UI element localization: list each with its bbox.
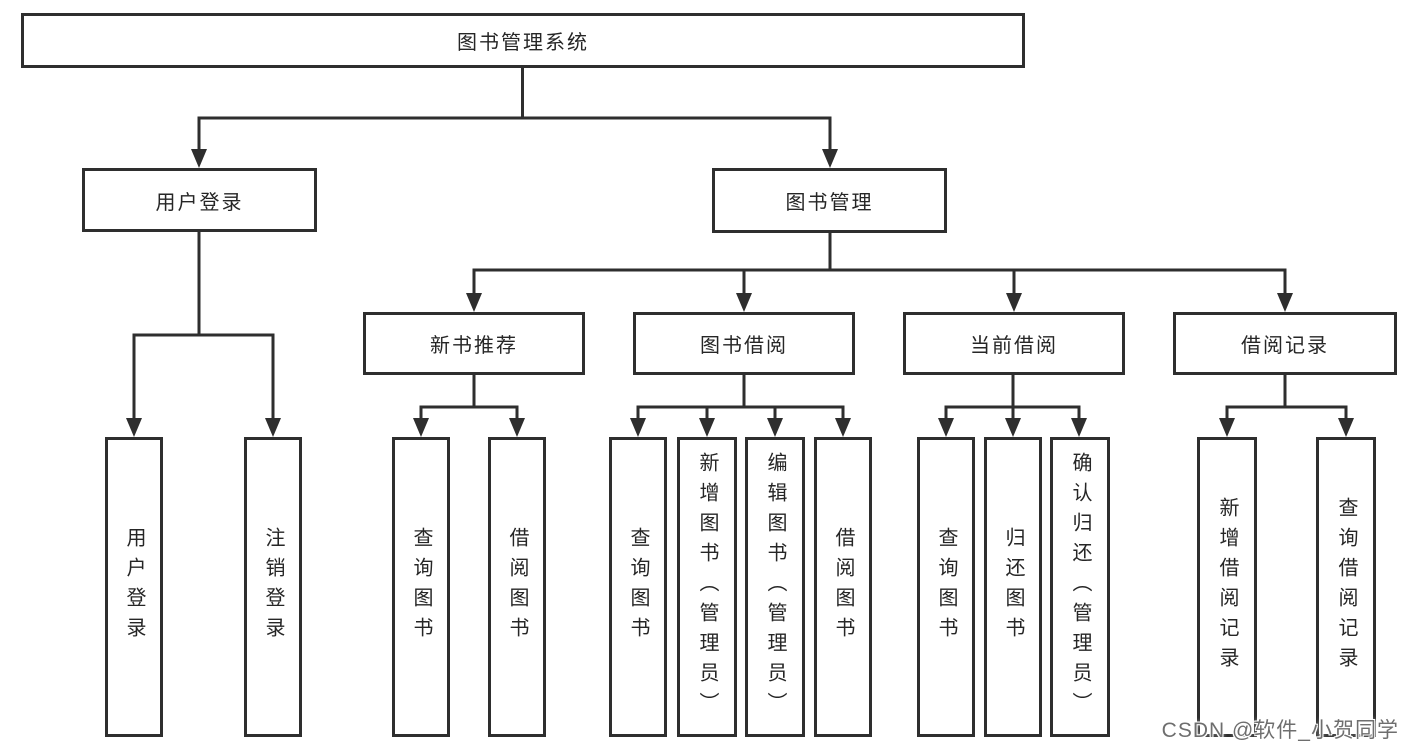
node-label: 当前借阅 bbox=[970, 335, 1058, 357]
node-borrow-books-rec: 借阅图书 bbox=[488, 437, 546, 737]
node-query-books-rec: 查询图书 bbox=[392, 437, 450, 737]
node-current-borrowing: 当前借阅 bbox=[903, 312, 1125, 375]
node-user-login-leaf: 用户登录 bbox=[105, 437, 163, 737]
node-add-books-admin: 新增图书（管理员） bbox=[677, 437, 737, 737]
node-label: 借阅记录 bbox=[1241, 335, 1329, 357]
connector-arrowhead bbox=[413, 418, 429, 437]
connector-arrowhead bbox=[1219, 418, 1235, 437]
node-label: 借阅图书 bbox=[832, 527, 854, 647]
node-label: 图书借阅 bbox=[700, 335, 788, 357]
node-label: 新增图书（管理员） bbox=[696, 452, 718, 722]
node-book-borrowing: 图书借阅 bbox=[633, 312, 855, 375]
connector-arrowhead bbox=[265, 418, 281, 437]
node-label: 图书管理 bbox=[785, 192, 874, 214]
node-book-management: 图书管理 bbox=[712, 168, 947, 233]
node-label: 归还图书 bbox=[1002, 527, 1024, 647]
node-return-books: 归还图书 bbox=[984, 437, 1042, 737]
connector-arrowhead bbox=[1071, 418, 1087, 437]
connector-arrowhead bbox=[191, 149, 207, 168]
connector-arrowhead bbox=[736, 293, 752, 312]
connector-arrowhead bbox=[822, 149, 838, 168]
node-borrowing-records: 借阅记录 bbox=[1173, 312, 1397, 375]
node-edit-books-admin: 编辑图书（管理员） bbox=[745, 437, 805, 737]
connector-arrowhead bbox=[938, 418, 954, 437]
node-label: 注销登录 bbox=[262, 527, 284, 647]
node-confirm-return-admin: 确认归还（管理员） bbox=[1050, 437, 1110, 737]
node-label: 查询图书 bbox=[410, 527, 432, 647]
node-borrow-books-borrow: 借阅图书 bbox=[814, 437, 872, 737]
connector-arrowhead bbox=[466, 293, 482, 312]
connector-arrowhead bbox=[835, 418, 851, 437]
connector-arrowhead bbox=[1277, 293, 1293, 312]
node-label: 查询图书 bbox=[627, 527, 649, 647]
node-label: 查询图书 bbox=[935, 527, 957, 647]
connector-arrowhead bbox=[767, 418, 783, 437]
node-label: 编辑图书（管理员） bbox=[764, 452, 786, 722]
connector-arrowhead bbox=[630, 418, 646, 437]
node-label: 借阅图书 bbox=[506, 527, 528, 647]
csdn-watermark: CSDN @软件_小贺同学 bbox=[1161, 719, 1399, 742]
node-label: 新书推荐 bbox=[430, 335, 518, 357]
node-label: 新增借阅记录 bbox=[1216, 497, 1238, 677]
node-label: 用户登录 bbox=[155, 191, 244, 214]
connector-arrowhead bbox=[1005, 418, 1021, 437]
node-label: 查询借阅记录 bbox=[1335, 497, 1357, 677]
node-add-borrow-record: 新增借阅记录 bbox=[1197, 437, 1257, 737]
node-new-book-recommendation: 新书推荐 bbox=[363, 312, 585, 375]
node-label: 确认归还（管理员） bbox=[1069, 452, 1091, 722]
connector-arrowhead bbox=[509, 418, 525, 437]
node-logout: 注销登录 bbox=[244, 437, 302, 737]
node-query-books-current: 查询图书 bbox=[917, 437, 975, 737]
node-query-books-borrow: 查询图书 bbox=[609, 437, 667, 737]
connector-arrowhead bbox=[1006, 293, 1022, 312]
connector-arrowhead bbox=[699, 418, 715, 437]
connector-arrowhead bbox=[1338, 418, 1354, 437]
node-user-login: 用户登录 bbox=[82, 168, 317, 232]
node-label: 图书管理系统 bbox=[457, 32, 589, 54]
connector-arrowhead bbox=[126, 418, 142, 437]
node-label: 用户登录 bbox=[123, 527, 145, 647]
node-query-borrow-record: 查询借阅记录 bbox=[1316, 437, 1376, 737]
node-library-management-system: 图书管理系统 bbox=[21, 13, 1025, 68]
